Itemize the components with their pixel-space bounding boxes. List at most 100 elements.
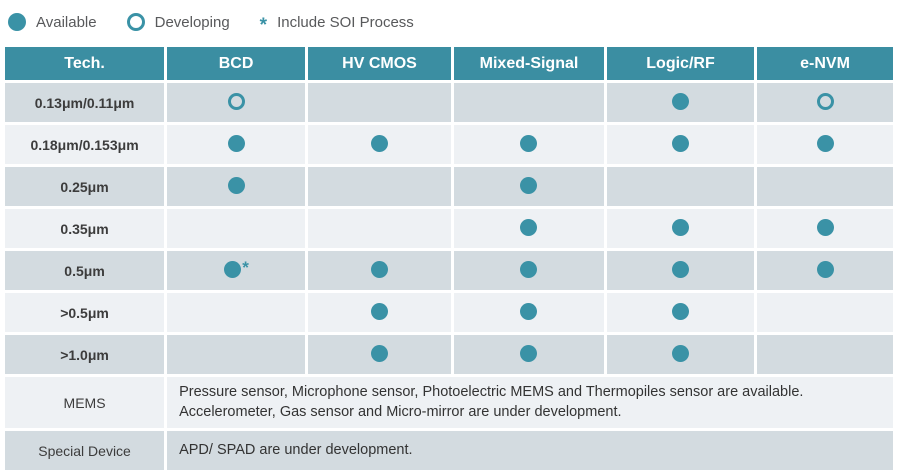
soi-asterisk-icon: * xyxy=(259,14,268,36)
available-circle-icon xyxy=(672,134,689,152)
available-circle-icon xyxy=(371,302,388,320)
header-envm: e-NVM xyxy=(757,47,893,80)
legend-item-soi: * Include SOI Process xyxy=(259,13,414,36)
table-cell xyxy=(757,125,893,164)
header-tech: Tech. xyxy=(5,47,165,80)
available-circle-icon xyxy=(816,134,834,152)
table-cell xyxy=(167,125,306,164)
table-cell xyxy=(607,293,754,332)
available-circle-icon xyxy=(672,92,689,110)
process-technology-table: Tech. BCD HV CMOS Mixed-Signal Logic/RF … xyxy=(2,44,896,473)
table-cell xyxy=(453,209,604,248)
table-cell xyxy=(757,167,893,206)
table-cell xyxy=(757,251,893,290)
tech-label: Special Device xyxy=(5,431,165,471)
developing-circle-icon xyxy=(126,13,145,31)
legend-item-developing: Developing xyxy=(126,13,230,31)
header-row: Tech. BCD HV CMOS Mixed-Signal Logic/RF … xyxy=(5,47,893,80)
mems-row: MEMS Pressure sensor, Microphone sensor,… xyxy=(5,377,893,429)
tech-label: 0.35μm xyxy=(5,209,165,248)
table-cell xyxy=(757,293,893,332)
table-cell xyxy=(453,167,604,206)
table-row: 0.18μm/0.153μm xyxy=(5,125,893,164)
table-cell xyxy=(308,125,451,164)
table-cell xyxy=(607,83,754,122)
table-cell xyxy=(607,209,754,248)
available-circle-icon xyxy=(816,260,834,278)
developing-circle-icon xyxy=(227,92,245,110)
table-cell xyxy=(308,83,451,122)
table-row: 0.25μm xyxy=(5,167,893,206)
header-bcd: BCD xyxy=(167,47,306,80)
table-cell xyxy=(167,209,306,248)
table-cell xyxy=(453,335,604,374)
tech-label: >0.5μm xyxy=(5,293,165,332)
tech-label: 0.18μm/0.153μm xyxy=(5,125,165,164)
table-cell xyxy=(167,167,306,206)
tech-label: MEMS xyxy=(5,377,165,429)
available-circle-icon xyxy=(371,260,388,278)
available-circle-icon xyxy=(672,260,689,278)
legend: Available Developing * Include SOI Proce… xyxy=(0,0,900,44)
header-logic-rf: Logic/RF xyxy=(607,47,754,80)
special-device-row: Special Device APD/ SPAD are under devel… xyxy=(5,431,893,471)
legend-item-available: Available xyxy=(8,13,97,31)
legend-developing-label: Developing xyxy=(154,13,230,31)
table-cell xyxy=(757,83,893,122)
tech-label: 0.25μm xyxy=(5,167,165,206)
available-circle-icon xyxy=(520,344,538,362)
table-row: 0.35μm xyxy=(5,209,893,248)
available-circle-icon xyxy=(224,260,242,278)
table-cell xyxy=(453,125,604,164)
legend-soi-label: Include SOI Process xyxy=(277,13,414,31)
table-cell xyxy=(308,251,451,290)
table-cell xyxy=(453,83,604,122)
legend-available-label: Available xyxy=(36,13,97,31)
table-cell xyxy=(167,293,306,332)
mems-description-line2: Accelerometer, Gas sensor and Micro-mirr… xyxy=(179,403,622,420)
table-cell xyxy=(757,335,893,374)
table-row: 0.5μm * xyxy=(5,251,893,290)
table-cell xyxy=(308,167,451,206)
available-circle-icon xyxy=(371,134,388,152)
available-circle-icon xyxy=(672,344,689,362)
table-cell xyxy=(167,335,306,374)
available-circle-icon xyxy=(227,134,245,152)
tech-label: >1.0μm xyxy=(5,335,165,374)
table-cell xyxy=(757,209,893,248)
table-row: >1.0μm xyxy=(5,335,893,374)
table-cell xyxy=(308,209,451,248)
available-circle-icon xyxy=(816,218,834,236)
table-cell xyxy=(607,167,754,206)
available-circle-icon xyxy=(520,218,538,236)
special-device-description: APD/ SPAD are under development. xyxy=(167,431,893,471)
available-circle-icon xyxy=(520,176,538,194)
developing-circle-icon xyxy=(816,92,834,110)
table-cell xyxy=(607,251,754,290)
available-circle-icon xyxy=(520,260,538,278)
table-cell xyxy=(453,293,604,332)
available-circle-icon xyxy=(371,344,388,362)
mems-description: Pressure sensor, Microphone sensor, Phot… xyxy=(167,377,893,429)
header-mixed-signal: Mixed-Signal xyxy=(453,47,604,80)
table-cell xyxy=(453,251,604,290)
table-cell xyxy=(607,335,754,374)
table-row: >0.5μm xyxy=(5,293,893,332)
available-circle-icon xyxy=(672,218,689,236)
table-row: 0.13μm/0.11μm xyxy=(5,83,893,122)
available-circle-icon xyxy=(8,13,26,31)
available-circle-icon xyxy=(520,134,538,152)
tech-label: 0.5μm xyxy=(5,251,165,290)
table-cell xyxy=(607,125,754,164)
table-cell: * xyxy=(167,251,306,290)
available-circle-icon xyxy=(227,176,245,194)
available-circle-icon xyxy=(520,302,538,320)
mems-description-line1: Pressure sensor, Microphone sensor, Phot… xyxy=(179,384,804,400)
header-hvcmos: HV CMOS xyxy=(308,47,451,80)
soi-asterisk-icon: * xyxy=(242,257,249,277)
table-cell xyxy=(167,83,306,122)
available-circle-icon xyxy=(672,302,689,320)
table-cell xyxy=(308,335,451,374)
table-cell xyxy=(308,293,451,332)
tech-label: 0.13μm/0.11μm xyxy=(5,83,165,122)
